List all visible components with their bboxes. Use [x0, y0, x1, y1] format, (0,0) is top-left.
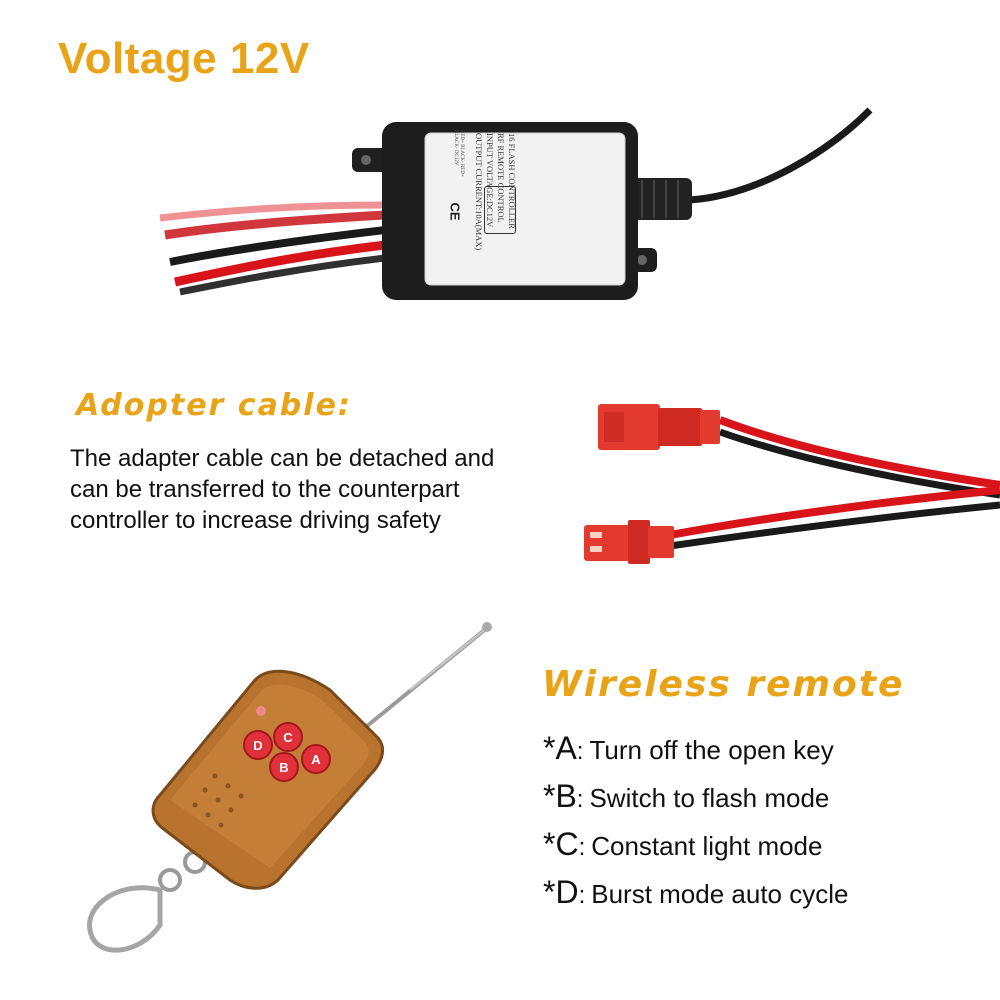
controller-diagram [484, 186, 516, 234]
feature-list: *A: Turn off the open key *B: Switch to … [543, 730, 848, 922]
feature-item: *D: Burst mode auto cycle [543, 874, 849, 910]
adapter-description: The adapter cable can be detached and ca… [70, 443, 570, 536]
feature-desc: Constant light mode [591, 831, 823, 861]
feature-key: *A [543, 730, 577, 766]
feature-key: *D [543, 874, 579, 910]
feature-desc: Burst mode auto cycle [591, 879, 849, 909]
feature-item: *C: Constant light mode [543, 826, 823, 862]
adapter-line: The adapter cable can be detached and [70, 445, 495, 472]
remote-button-label: C [283, 729, 293, 745]
connector-top [598, 404, 720, 450]
adapter-heading: Adopter cable: [76, 388, 352, 423]
voltage-heading: Voltage 12V [58, 34, 310, 83]
adapter-line: can be transferred to the counterpart [70, 476, 460, 503]
remote-led [256, 706, 266, 716]
wireless-heading: Wireless remote [542, 664, 905, 705]
controller-left-wires [159, 201, 386, 296]
remote-button-label: A [311, 751, 321, 767]
feature-key: *C [543, 826, 579, 862]
remote-button-c[interactable]: C [273, 722, 303, 752]
controller-image [159, 107, 873, 300]
feature-item: *A: Turn off the open key [543, 730, 834, 766]
controller-label: CE 16 FLASH CONTROLLER RF REMOTE CONTROL… [426, 130, 624, 284]
connector-bottom [584, 520, 674, 564]
feature-item: *B: Switch to flash mode [543, 778, 830, 814]
feature-desc: Turn off the open key [589, 735, 834, 765]
remote-button-d[interactable]: D [243, 730, 273, 760]
feature-desc: Switch to flash mode [589, 783, 830, 813]
remote-button-label: D [253, 737, 263, 753]
remote-button-label: B [279, 759, 289, 775]
controller-right-wire [689, 107, 873, 204]
adapter-line: controller to increase driving safety [70, 507, 441, 534]
feature-key: *B [543, 778, 577, 814]
remote-button-b[interactable]: B [269, 752, 299, 782]
remote-button-a[interactable]: A [301, 744, 331, 774]
